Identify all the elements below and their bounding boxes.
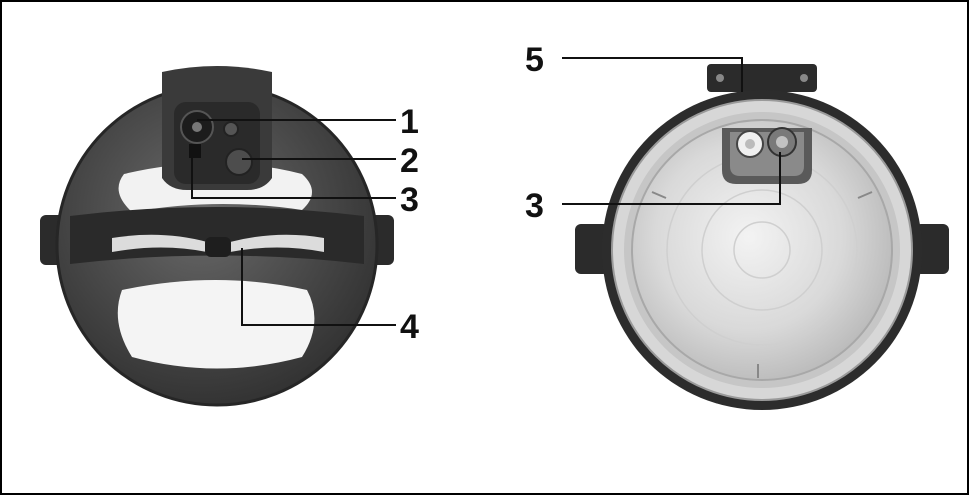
lid-handle-knob <box>205 237 231 257</box>
anti-block-shield-center <box>745 139 755 149</box>
callout-5-leader-line <box>562 57 743 92</box>
plate-tick-mark <box>857 191 873 199</box>
lid-handle-slot <box>112 234 207 252</box>
steam-release-valve-center <box>192 122 202 132</box>
lid-handle-bar <box>70 207 364 264</box>
underside-right-tab <box>915 224 949 274</box>
lid-underside-view: 5 3 <box>525 41 949 410</box>
callout-4-leader-line <box>241 248 396 326</box>
callout-3-label: 3 <box>400 181 419 219</box>
callout-3-right-label: 3 <box>525 187 544 225</box>
plate-tick-mark <box>651 191 667 199</box>
steel-lid-plate <box>631 119 893 381</box>
hinge-screw-icon <box>800 74 808 82</box>
callout-2-label: 2 <box>400 142 419 180</box>
float-valve-stem <box>189 144 201 158</box>
callout-3-right-leader-line <box>562 152 781 205</box>
float-valve-icon <box>225 148 253 176</box>
steel-plate-groove <box>701 189 823 311</box>
callout-5-label: 5 <box>525 41 544 79</box>
hinge-screw-icon <box>716 74 724 82</box>
callout-1-label: 1 <box>400 103 419 141</box>
indicator-dot-icon <box>223 121 239 137</box>
underside-left-tab <box>575 224 609 274</box>
float-valve-underside-center <box>776 136 788 148</box>
lid-handle-slot <box>230 234 324 252</box>
callout-4-label: 4 <box>400 308 419 346</box>
steel-plate-groove <box>733 221 791 279</box>
callout-3-leader-line <box>191 152 396 199</box>
lid-lower-window <box>117 280 315 369</box>
lid-top-view: 1 2 3 4 <box>40 66 419 407</box>
underside-top-hinge <box>707 64 817 92</box>
